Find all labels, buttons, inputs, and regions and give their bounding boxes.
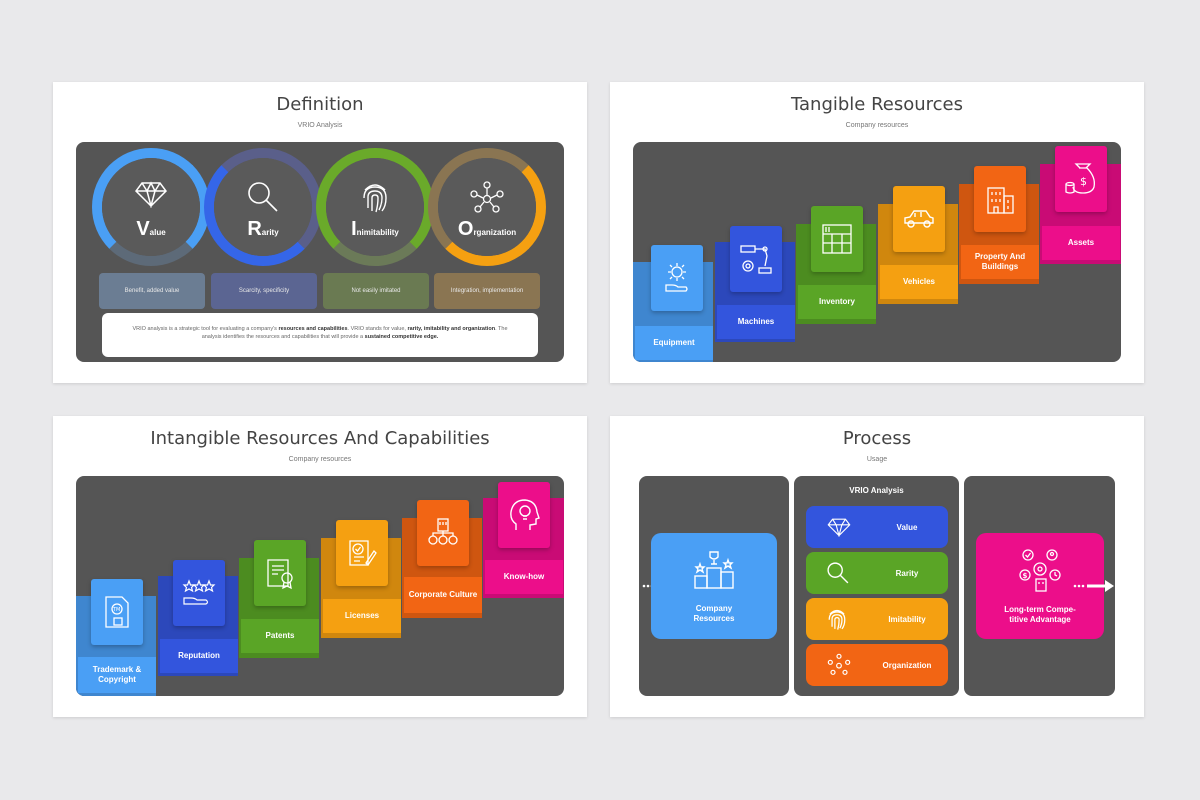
slide-subtitle: VRIO Analysis [297, 122, 343, 129]
head-bulb-icon [510, 499, 540, 530]
ring-word: rganization [473, 228, 517, 237]
row-label: Rarity [895, 568, 919, 578]
warehouse-icon [822, 224, 852, 254]
robot-arm-icon [740, 245, 772, 274]
process-row-value: Value [806, 506, 948, 548]
magnifier-icon [248, 182, 278, 212]
slide-definition[interactable]: Definition VRIO Analysis Value Rarity In… [53, 82, 587, 383]
ring-word: alue [149, 228, 166, 237]
slide-title: Tangible Resources [790, 94, 964, 115]
stars-hand-icon [182, 579, 216, 605]
ring-word: arity [261, 228, 279, 237]
step-inventory [811, 206, 863, 272]
definition-box-rarity: Scarcity, specificity [211, 273, 317, 309]
competitive-advantage-label: Long-term Compe-titive Advantage [1004, 605, 1076, 624]
step-patents [254, 540, 306, 606]
slide-process[interactable]: Process Usage Company Resources VRIO Ana… [610, 416, 1144, 717]
step-label: Trademark & Copyright [78, 657, 156, 693]
license-icon [349, 540, 377, 567]
process-row-rarity: Rarity [806, 552, 948, 594]
org-chart-icon [428, 518, 458, 545]
step-label: Vehicles [880, 265, 958, 299]
team-icon [827, 653, 851, 675]
certificate-icon [267, 559, 293, 590]
step-label: Assets [1042, 226, 1120, 260]
step-label: Reputation [160, 639, 238, 673]
ring-letter: V [136, 218, 150, 240]
process-input-column: Company Resources [639, 476, 789, 696]
vrio-column-title: VRIO Analysis [849, 486, 904, 495]
team-icon [470, 181, 504, 213]
row-label: Value [896, 522, 918, 532]
svg-text:$: $ [1023, 572, 1028, 580]
step-know-how [498, 482, 550, 548]
company-resources-card: Company Resources [651, 533, 777, 639]
step-vehicles [893, 186, 945, 252]
definition-box-value: Benefit, added value [99, 273, 205, 309]
step-label: Property And Buildings [961, 245, 1039, 279]
strategy-icon: $ [1019, 549, 1061, 592]
money-bag-icon: $ [1065, 163, 1095, 194]
ring-letter: R [247, 218, 262, 240]
car-icon [904, 210, 934, 228]
magnifier-icon [827, 562, 849, 584]
row-label: Organization [882, 660, 932, 670]
fingerprint-icon [828, 609, 846, 630]
definition-box-inimitability: Not easily imitated [323, 273, 429, 309]
diamond-icon [827, 518, 851, 537]
step-label: Corporate Culture [404, 577, 482, 613]
gear-hand-icon [665, 263, 688, 292]
step-machines [730, 226, 782, 292]
ring-inimitability: Inimitability [316, 148, 434, 266]
ring-letter: O [457, 218, 474, 240]
slide-subtitle: Company resources [288, 456, 352, 463]
step-equipment [651, 245, 703, 311]
slide-intangible-resources[interactable]: Intangible Resources And Capabilities Co… [53, 416, 587, 717]
step-reputation [173, 560, 225, 626]
svg-text:TM: TM [112, 607, 120, 613]
slide-tangible-resources[interactable]: Tangible Resources Company resources Equ… [610, 82, 1144, 383]
step-label: Equipment [635, 326, 713, 360]
step-label: Patents [241, 619, 319, 653]
ring-word: nimitability [356, 228, 399, 237]
step-label: Know-how [485, 560, 563, 594]
ring-rarity: Rarity [204, 148, 322, 266]
definition-description: VRIO analysis is a strategic tool for ev… [102, 313, 538, 357]
slide-title: Intangible Resources And Capabilities [150, 428, 490, 449]
process-vrio-column: VRIO Analysis Value Rarity Imitability O… [794, 476, 959, 696]
ring-letter: I [351, 218, 357, 240]
process-row-organization: Organization [806, 644, 948, 686]
step-property [974, 166, 1026, 232]
tangible-panel: Equipment Machines Inventory Vehicles Pr… [633, 142, 1121, 362]
slide-title: Process [842, 428, 912, 449]
ring-value: Value [92, 148, 210, 266]
step-label: Machines [717, 305, 795, 339]
podium-icon [694, 551, 734, 589]
diamond-icon [135, 181, 167, 208]
slide-subtitle: Company resources [845, 122, 909, 129]
company-resources-label: Company Resources [693, 604, 735, 623]
intangible-panel: TM Trademark & Copyright Reputation Pate… [76, 476, 564, 696]
step-assets: $ [1055, 146, 1107, 212]
definition-panel: Value Rarity Inimitability Organization … [76, 142, 564, 362]
process-row-imitability: Imitability [806, 598, 948, 640]
step-corporate-culture [417, 500, 469, 566]
trademark-doc-icon: TM [105, 596, 129, 628]
fingerprint-icon [363, 184, 387, 213]
process-output-column: $ Long-term Compe-titive Advantage [964, 476, 1115, 696]
step-licenses [336, 520, 388, 586]
definition-box-organization: Integration, implementation [434, 273, 540, 309]
slide-subtitle: Usage [866, 456, 888, 463]
step-trademark: TM [91, 579, 143, 645]
step-label: Inventory [798, 285, 876, 319]
svg-text:$: $ [1080, 175, 1087, 188]
ring-organization: Organization [428, 148, 546, 266]
row-label: Imitability [888, 614, 926, 624]
building-icon [987, 187, 1014, 214]
arrow-out-icon [1073, 580, 1114, 592]
step-label: Licenses [323, 599, 401, 633]
slide-title: Definition [276, 94, 364, 115]
